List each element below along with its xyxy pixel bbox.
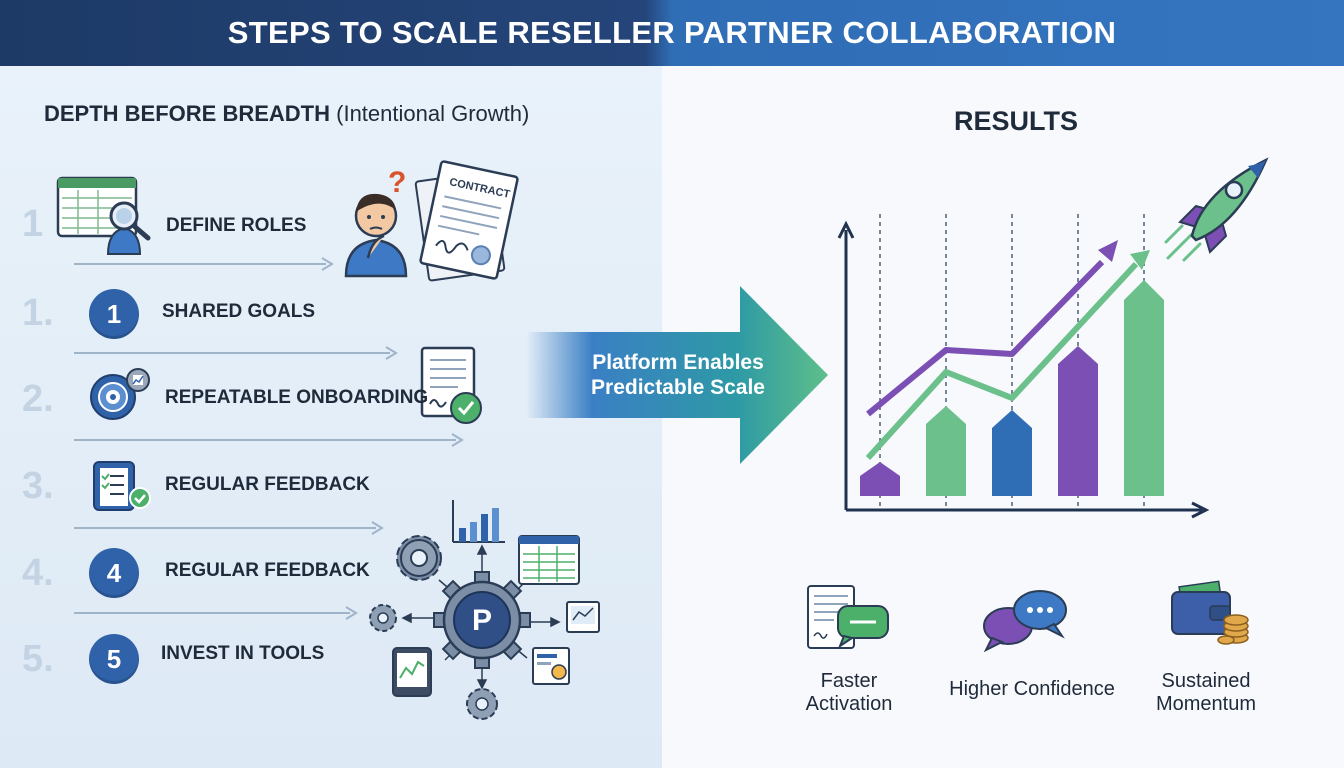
step-label-regular-feedback-2: REGULAR FEEDBACK <box>165 560 370 581</box>
page-title: STEPS TO SCALE RESELLER PARTNER COLLABOR… <box>227 15 1117 50</box>
rocket-icon <box>1164 157 1269 262</box>
header-banner: STEPS TO SCALE RESELLER PARTNER COLLABOR… <box>0 0 1344 66</box>
trend-line-purple <box>866 259 1105 417</box>
step-number-5: 4. <box>22 552 54 594</box>
platform-arrow <box>526 286 828 464</box>
section-title-bold: DEPTH BEFORE BREADTH <box>44 101 331 126</box>
approved-document-icon <box>420 346 482 424</box>
wallet-coins-icon <box>1171 580 1249 645</box>
step-label-shared-goals: SHARED GOALS <box>162 301 316 322</box>
step-label-repeatable-onboarding: REPEATABLE ONBOARDING <box>165 387 429 408</box>
step-label-define-roles: DEFINE ROLES <box>166 215 307 236</box>
svg-text:?: ? <box>388 166 406 199</box>
spreadsheet-search-icon <box>56 176 151 255</box>
section-title-rest: (Intentional Growth) <box>330 101 530 126</box>
step-badge-invest-tools: 5 <box>89 634 139 684</box>
document-chat-icon <box>807 585 889 649</box>
step-badge-shared-goals: 1 <box>89 289 139 339</box>
bar-1 <box>860 462 900 496</box>
step-1-arrow <box>74 257 334 271</box>
result-label-sustained-momentum: Sustained Momentum <box>1155 670 1257 715</box>
trend-line-green <box>865 261 1139 461</box>
step-number-6: 5. <box>22 638 54 680</box>
results-title: RESULTS <box>954 106 1079 136</box>
target-gear-icon <box>90 368 150 420</box>
step-badge-regular-feedback: 4 <box>89 548 139 598</box>
step-number-1: 1 <box>22 203 44 245</box>
platform-hub-diagram: P <box>369 500 600 720</box>
step-label-regular-feedback: REGULAR FEEDBACK <box>165 474 370 495</box>
result-label-faster-activation: Faster Activation <box>805 670 893 715</box>
contract-document-icon: CONTRACT <box>414 160 519 282</box>
bar-2 <box>926 406 966 496</box>
hub-letter: P <box>472 604 492 637</box>
bar-4 <box>1058 346 1098 496</box>
growth-chart <box>837 214 1210 519</box>
step-5-arrow <box>74 606 358 620</box>
step-label-invest-tools: INVEST IN TOOLS <box>161 643 325 664</box>
step-number-4: 3. <box>22 465 54 507</box>
result-label-higher-confidence: Higher Confidence <box>949 678 1115 700</box>
platform-arrow-text: Platform Enables Predictable Scale <box>591 351 765 399</box>
step-number-3: 2. <box>22 378 54 420</box>
step-number-2: 1. <box>22 292 54 334</box>
section-title: DEPTH BEFORE BREADTH (Intentional Growth… <box>44 101 529 127</box>
step-3-arrow <box>74 433 464 447</box>
bar-5 <box>1124 280 1164 496</box>
bar-3 <box>992 410 1032 496</box>
confused-person-icon: ? <box>344 166 408 278</box>
checklist-icon <box>93 461 151 511</box>
step-2-arrow <box>74 346 398 360</box>
chat-bubbles-icon <box>983 590 1067 653</box>
step-4-arrow <box>74 521 384 535</box>
